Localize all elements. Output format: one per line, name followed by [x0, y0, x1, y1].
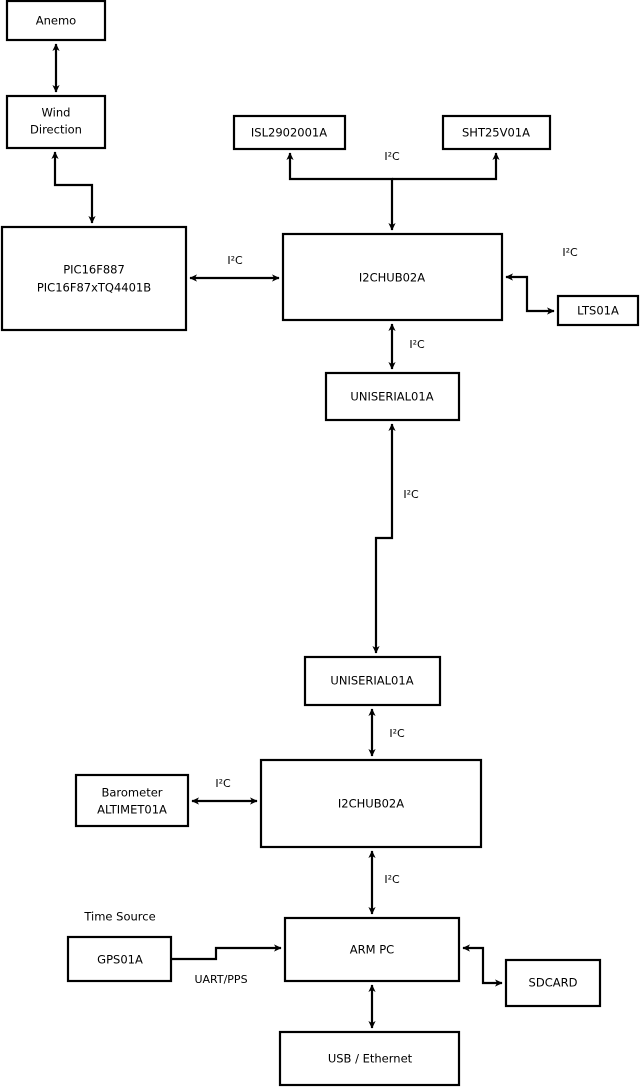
- edges: [51, 43, 555, 1029]
- edge-label-i2c-hub-uniserial-top: I²C: [409, 338, 425, 351]
- edge-bus-sht: [392, 152, 500, 181]
- node-isl2902001a-label: ISL2902001A: [251, 126, 327, 140]
- edge-label-i2c-uniserial-hub-bot: I²C: [389, 727, 405, 740]
- edge-gps-armpc: [171, 944, 282, 961]
- node-lts01a-label: LTS01A: [577, 304, 619, 318]
- node-barometer[interactable]: Barometer ALTIMET01A: [74, 773, 190, 828]
- edge-label-i2c-hub-top-sensors: I²C: [384, 150, 400, 163]
- edge-hubtop-lts-in: [505, 273, 555, 315]
- node-i2chub02a-bottom-label: I2CHUB02A: [338, 797, 404, 811]
- node-i2chub02a-top-label: I2CHUB02A: [359, 271, 425, 285]
- node-pic-mcu[interactable]: PIC16F887 PIC16F87xTQ4401B: [0, 225, 188, 332]
- node-wind-direction-label-line2: Direction: [30, 123, 82, 137]
- node-pic-mcu-label-line2: PIC16F87xTQ4401B: [37, 281, 151, 295]
- node-anemo[interactable]: Anemo: [5, 0, 107, 42]
- node-uniserial01a-bottom-label: UNISERIAL01A: [330, 674, 413, 688]
- node-pic-mcu-label-line1: PIC16F887: [63, 263, 125, 277]
- node-uniserial01a-top[interactable]: UNISERIAL01A: [324, 371, 461, 422]
- node-i2chub02a-top[interactable]: I2CHUB02A: [281, 232, 504, 322]
- node-sht25v01a[interactable]: SHT25V01A: [441, 114, 552, 151]
- edge-wind-pic: [51, 151, 96, 224]
- node-wind-direction[interactable]: Wind Direction: [5, 94, 107, 150]
- node-gps01a[interactable]: GPS01A: [66, 935, 173, 983]
- edge-label-i2c-barometer-hub: I²C: [215, 777, 231, 790]
- edge-armpc-sdcard: [462, 944, 503, 987]
- node-usb-ethernet[interactable]: USB / Ethernet: [278, 1030, 461, 1087]
- node-sdcard[interactable]: SDCARD: [504, 958, 602, 1008]
- node-barometer-label-line2: ALTIMET01A: [97, 803, 167, 817]
- node-uniserial01a-bottom[interactable]: UNISERIAL01A: [303, 655, 442, 707]
- node-uniserial01a-top-label: UNISERIAL01A: [350, 390, 433, 404]
- node-lts01a[interactable]: LTS01A: [556, 294, 640, 327]
- node-barometer-label-line1: Barometer: [101, 786, 162, 800]
- edge-label-uart-pps: UART/PPS: [194, 973, 247, 986]
- node-anemo-label: Anemo: [36, 14, 76, 28]
- node-isl2902001a[interactable]: ISL2902001A: [232, 114, 347, 151]
- node-wind-direction-label-line1: Wind: [42, 106, 71, 120]
- node-sht25v01a-label: SHT25V01A: [462, 126, 530, 140]
- node-arm-pc[interactable]: ARM PC: [283, 916, 461, 983]
- node-arm-pc-label: ARM PC: [350, 943, 394, 957]
- node-gps01a-label: GPS01A: [97, 953, 143, 967]
- edge-label-i2c-pic-hub: I²C: [227, 254, 243, 267]
- edge-label-i2c-uniserial-link: I²C: [403, 488, 419, 501]
- edge-label-i2c-hub-armpc: I²C: [384, 873, 400, 886]
- label-time-source: Time Source: [83, 910, 155, 924]
- edge-label-i2c-hub-lts: I²C: [562, 246, 578, 259]
- node-usb-ethernet-label: USB / Ethernet: [328, 1052, 413, 1066]
- node-i2chub02a-bottom[interactable]: I2CHUB02A: [259, 758, 483, 849]
- node-sdcard-label: SDCARD: [529, 976, 578, 990]
- edge-hubtop-bus: [286, 152, 396, 231]
- edge-uniserial-link: [372, 423, 396, 654]
